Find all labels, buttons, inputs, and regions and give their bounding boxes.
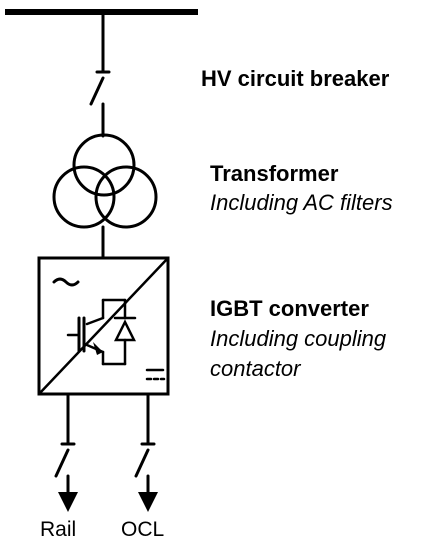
ac-tilde-icon [52, 277, 80, 287]
igbt-diode-icon [66, 298, 137, 366]
ocl-feeder-symbol [134, 392, 158, 512]
igbt-converter-note-line2: contactor [210, 356, 301, 381]
hv-circuit-breaker-label: HV circuit breaker [201, 66, 390, 91]
transformer-note: Including AC filters [210, 190, 393, 215]
transformer-symbol [52, 133, 158, 260]
ocl-terminal-label: OCL [121, 518, 165, 541]
igbt-converter-note-line1: Including coupling [210, 326, 387, 351]
rail-terminal-label: Rail [40, 518, 77, 541]
igbt-converter-symbol [37, 256, 170, 396]
igbt-converter-label: IGBT converter [210, 296, 369, 321]
transformer-label: Transformer [210, 161, 339, 186]
rail-feeder-symbol [54, 392, 78, 512]
hv-circuit-breaker-symbol [89, 10, 111, 138]
